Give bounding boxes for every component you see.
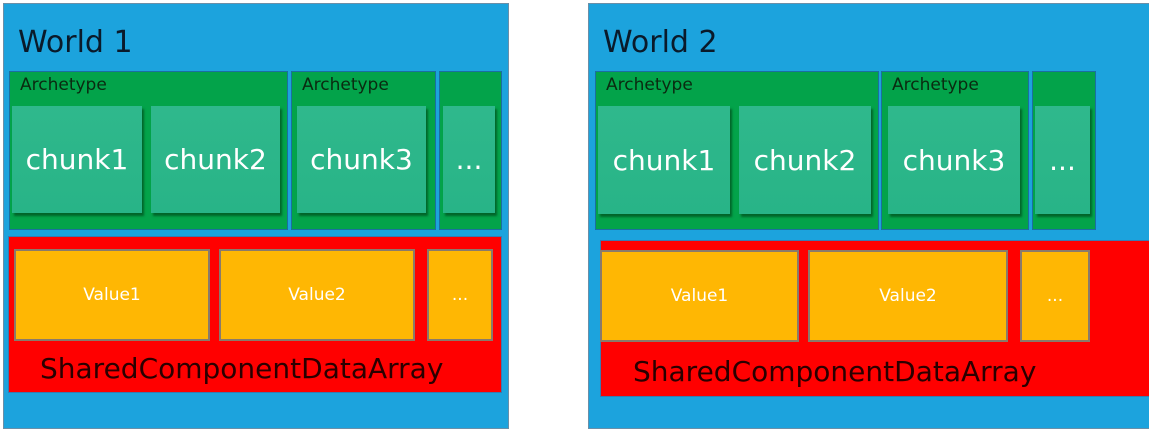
world-title: World 2 [603,25,718,60]
chunk: chunk2 [151,106,280,213]
value-more: ... [427,249,493,341]
array-label: SharedComponentDataArray [40,352,444,385]
chunk-more: ... [1035,106,1090,214]
array-label: SharedComponentDataArray [633,355,1037,388]
chunk: chunk1 [598,106,730,214]
archetype-label: Archetype [302,75,389,95]
archetype-label: Archetype [606,75,693,95]
chunk: chunk2 [739,106,871,214]
value: Value1 [14,249,210,341]
chunk-more: ... [443,106,495,213]
value-more: ... [1020,250,1090,342]
chunk: chunk1 [12,106,142,213]
value: Value2 [219,249,415,341]
value: Value1 [600,250,799,342]
chunk: chunk3 [888,106,1020,214]
archetype-label: Archetype [20,75,107,95]
chunk: chunk3 [297,106,426,213]
archetype-label: Archetype [892,75,979,95]
value: Value2 [808,250,1008,342]
world-title: World 1 [18,25,133,60]
